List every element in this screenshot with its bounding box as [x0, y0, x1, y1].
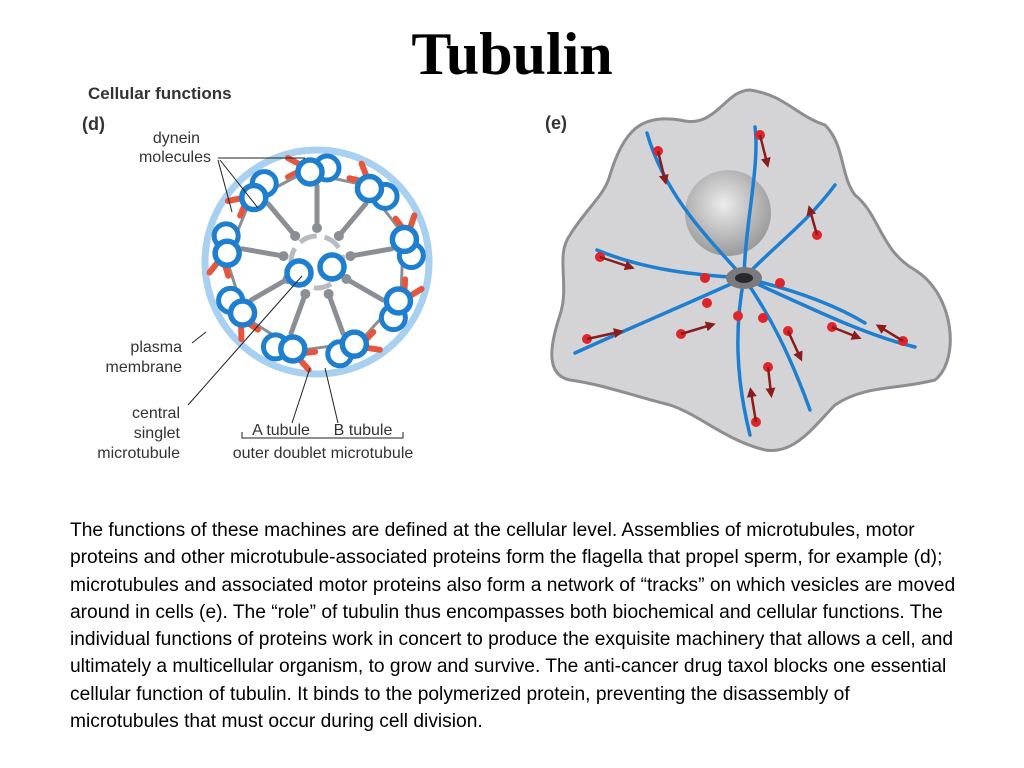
microtubule: [742, 276, 812, 412]
radial-spoke: [326, 291, 346, 336]
dynein-arm: [297, 357, 312, 373]
radial-spoke: [347, 246, 395, 259]
radial-spoke: [239, 246, 287, 259]
vesicle: [758, 313, 768, 323]
vesicle: [733, 311, 743, 321]
radial-spoke: [288, 291, 308, 336]
radial-spoke: [343, 276, 386, 303]
a-tubule: [354, 173, 385, 204]
cell-nucleus: [685, 170, 771, 256]
a-tubule: [227, 298, 258, 328]
microtubule: [736, 276, 752, 437]
centriole-pair: [735, 273, 753, 283]
spoke-head: [333, 230, 344, 241]
vesicle: [700, 273, 710, 283]
central-singlet-microtubule: [317, 252, 347, 282]
outer-doublet-label: outer doublet microtubule: [233, 445, 414, 462]
vesicles-with-motion-arrows: [582, 130, 908, 427]
motion-arrow: [586, 328, 624, 341]
dynein-arm: [206, 259, 221, 276]
spoke-head: [323, 288, 334, 299]
dynein-label-line1: dynein: [153, 130, 200, 147]
plasma-label-line1: plasma: [130, 339, 182, 356]
microtubule-tracks: [573, 125, 917, 437]
central-singlet-microtubule: [284, 258, 314, 288]
radial-spoke: [336, 201, 369, 239]
vesicle: [702, 298, 712, 308]
radial-spoke: [248, 276, 291, 303]
plasma-label-line2: membrane: [106, 359, 183, 376]
microtubule: [742, 183, 837, 280]
central-label-line3: microtubule: [97, 445, 180, 462]
microtubule: [742, 276, 917, 349]
microtubule: [573, 276, 746, 355]
a-tubule: [339, 329, 370, 359]
motion-arrow: [765, 366, 776, 398]
spoke-head: [278, 251, 289, 262]
vesicle: [775, 278, 785, 288]
spoke-head: [312, 223, 322, 233]
dynein-label-line2: molecules: [139, 149, 211, 166]
microtubule: [742, 125, 758, 280]
a-tubule-label: A tubule: [252, 422, 310, 439]
motion-arrow: [599, 255, 635, 271]
spoke-head: [300, 288, 311, 299]
a-tubule: [278, 334, 308, 364]
a-tubule: [389, 224, 420, 255]
figure-d-heading: Cellular functions: [88, 84, 232, 103]
a-tubule: [212, 238, 242, 269]
spoke-head: [290, 230, 301, 241]
motion-arrow: [831, 325, 862, 340]
a-tubule: [383, 286, 414, 316]
dynein-arm: [364, 344, 383, 353]
motion-arrow: [875, 324, 904, 343]
dynein-arm: [407, 212, 418, 231]
dynein-arm: [358, 160, 370, 179]
slide-title: Tubulin: [411, 21, 613, 87]
motion-arrow: [806, 205, 819, 236]
dynein-arm: [407, 285, 425, 299]
dynein-arm: [285, 155, 302, 167]
central-label-line1: central: [132, 405, 180, 422]
motion-arrow: [746, 387, 758, 423]
central-label-line2: singlet: [134, 425, 181, 442]
body-paragraph: The functions of these machines are defi…: [70, 520, 956, 733]
dynein-arm: [224, 195, 244, 204]
spoke-head: [345, 251, 356, 262]
callout-lines: [187, 157, 404, 439]
b-tubule-label: B tubule: [334, 422, 393, 439]
motion-arrow: [786, 330, 803, 362]
flagellum-cross-section-diagram: Cellular functions (d) dynein molecules …: [82, 84, 433, 462]
motion-arrow: [680, 321, 716, 336]
a-tubule: [239, 182, 269, 213]
figure-e-panel-label: (e): [545, 113, 567, 133]
radial-spoke: [265, 201, 298, 239]
plasma-membrane: [201, 146, 433, 378]
motion-arrow: [656, 150, 669, 185]
a-tubule: [295, 157, 325, 187]
cell-microtubule-network-diagram: (e): [545, 88, 952, 452]
spoke-head: [341, 274, 352, 284]
outer-doublet-microtubules: [211, 153, 426, 369]
figure-d-panel-label: (d): [82, 114, 105, 134]
motion-arrow: [758, 134, 771, 168]
